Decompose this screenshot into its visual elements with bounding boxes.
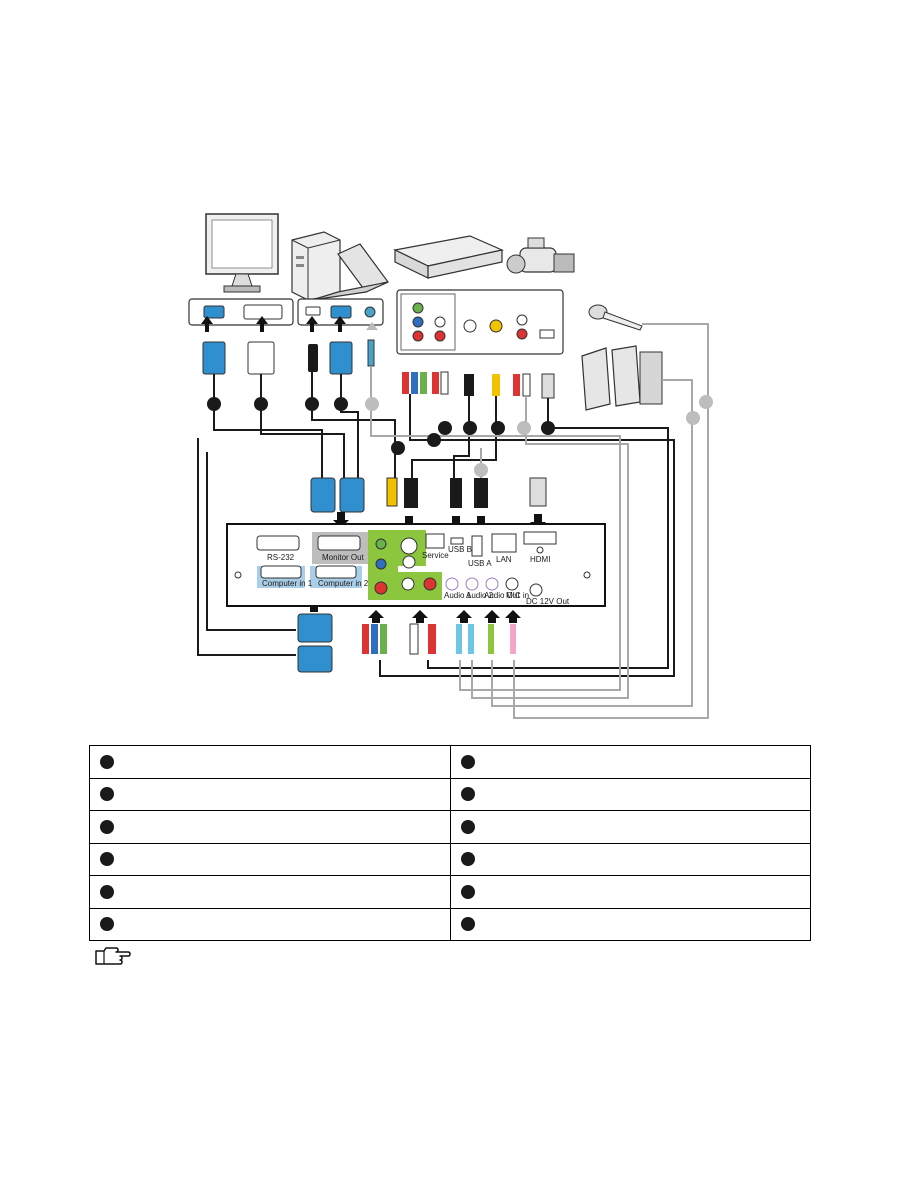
audio-1-label: Audio 1 bbox=[444, 591, 472, 600]
legend-row bbox=[89, 745, 811, 779]
hdmi-label: HDMI bbox=[530, 555, 550, 564]
monitor-icon bbox=[205, 213, 279, 293]
legend-cell bbox=[449, 745, 811, 779]
legend-row bbox=[89, 907, 811, 941]
numbered-circle-icon bbox=[460, 852, 475, 867]
legend-row bbox=[89, 810, 811, 844]
legend-cell bbox=[89, 810, 451, 844]
numbered-circle-icon bbox=[100, 787, 114, 802]
audio-2-label: Audio 2 bbox=[466, 591, 494, 600]
computer-in-1-label: Computer in 1 bbox=[262, 579, 313, 588]
computer-in-2-label: Computer in 2 bbox=[318, 579, 369, 588]
connection-diagram: RS-232 Monitor Out Computer in 1 Compute… bbox=[188, 213, 713, 719]
monitor-out-label: Monitor Out bbox=[322, 553, 365, 562]
numbered-circle-icon bbox=[460, 754, 475, 769]
legend-cell bbox=[449, 907, 811, 941]
legend-cell bbox=[89, 745, 451, 779]
video-player-icon bbox=[393, 235, 504, 279]
numbered-circle-icon bbox=[100, 917, 114, 932]
projector-side-connectors bbox=[297, 477, 547, 673]
legend-row bbox=[89, 875, 811, 909]
dc-12v-out-label: DC 12V Out bbox=[526, 597, 570, 606]
computer-icon bbox=[291, 231, 341, 301]
legend-row bbox=[89, 777, 811, 811]
numbered-circle-icon bbox=[460, 787, 475, 802]
legend-cell bbox=[449, 777, 811, 811]
numbered-circle-icon bbox=[100, 884, 114, 899]
mic-in-label: MIC in bbox=[506, 591, 529, 600]
rs232-label: RS-232 bbox=[267, 553, 295, 562]
numbered-circle-icon bbox=[100, 819, 114, 834]
usb-b-label: USB B bbox=[448, 545, 472, 554]
service-label: Service bbox=[422, 551, 449, 560]
legend-cell bbox=[89, 777, 451, 811]
numbered-circle-icon bbox=[460, 917, 475, 932]
microphone-icon bbox=[588, 304, 643, 331]
camcorder-icon bbox=[506, 237, 575, 274]
numbered-circle-icon bbox=[100, 754, 114, 769]
legend-cell bbox=[449, 810, 811, 844]
laptop-icon bbox=[311, 243, 389, 301]
speakers-icon bbox=[581, 345, 663, 411]
legend-cell bbox=[89, 907, 451, 941]
numbered-circle-icon bbox=[460, 884, 475, 899]
lan-label: LAN bbox=[496, 555, 512, 564]
legend-cell bbox=[89, 842, 451, 876]
av-cable-heads bbox=[402, 371, 555, 399]
legend-cell bbox=[449, 842, 811, 876]
legend-row bbox=[89, 842, 811, 876]
numbered-circle-icon bbox=[100, 852, 114, 867]
gray-cables bbox=[370, 323, 709, 719]
vga-cable-heads bbox=[202, 339, 375, 375]
numbered-circle-icon bbox=[207, 395, 713, 477]
audio-out-label: Audio Out bbox=[484, 591, 520, 600]
cable-legend-table bbox=[89, 745, 811, 941]
pointing-hand-icon bbox=[95, 947, 131, 965]
legend-cell bbox=[449, 875, 811, 909]
numbered-circle-icon bbox=[460, 819, 475, 834]
legend-cell bbox=[89, 875, 451, 909]
usb-a-label: USB A bbox=[468, 559, 492, 568]
